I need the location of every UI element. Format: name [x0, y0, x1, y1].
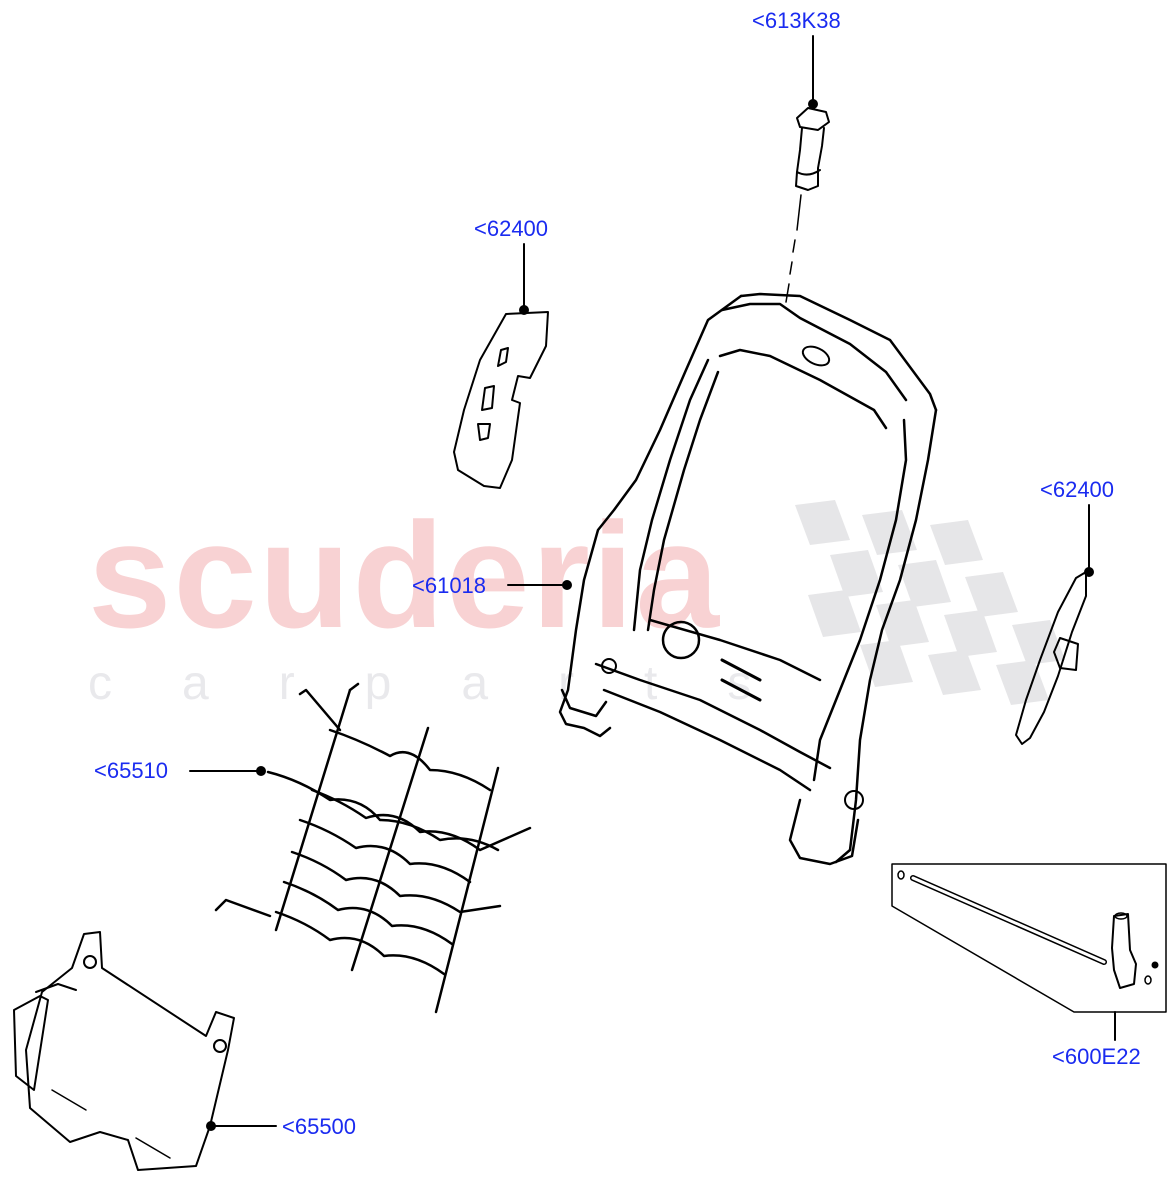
leader-lines	[189, 35, 1116, 1131]
rod-and-lever-kit-part	[891, 863, 1167, 1013]
callout-65500[interactable]: <65500	[282, 1114, 357, 1139]
back-panel-part	[13, 931, 235, 1171]
callout-600E22[interactable]: <600E22	[1052, 1044, 1141, 1069]
callout-613K38[interactable]: <613K38	[752, 8, 841, 33]
trim-panel-left-part	[453, 311, 549, 489]
callout-61018[interactable]: <61018	[412, 573, 487, 598]
callout-62400-right[interactable]: <62400	[1040, 477, 1115, 502]
callout-62400-left[interactable]: <62400	[474, 216, 549, 241]
suspension-mat-part	[214, 682, 532, 1014]
callout-65510[interactable]: <65510	[94, 758, 169, 783]
trim-panel-right-part	[1015, 571, 1087, 745]
backrest-frame-part	[558, 292, 938, 866]
headrest-guide-part	[785, 107, 830, 303]
